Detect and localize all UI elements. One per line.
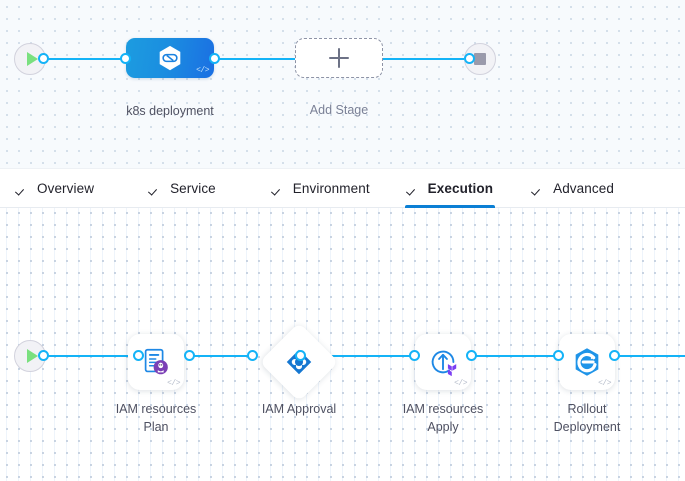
plus-icon	[329, 48, 349, 68]
stage-node-in-port[interactable]	[120, 53, 131, 64]
steps-start-port[interactable]	[38, 350, 49, 361]
step-node-rollout-deployment[interactable]: </>	[559, 334, 615, 390]
add-stage-label: Add Stage	[309, 103, 369, 117]
tab-service-label: Service	[170, 180, 216, 196]
tab-execution[interactable]: Execution	[404, 169, 496, 208]
stage-canvas[interactable]: </> k8s deployment Add Stage	[0, 0, 685, 168]
step-node-iam-resources-plan[interactable]: </>	[128, 334, 184, 390]
stage-end-port[interactable]	[464, 53, 475, 64]
tab-execution-label: Execution	[427, 180, 494, 196]
execution-steps-canvas[interactable]: </> IAM resources Plan IAM Approval	[0, 206, 685, 481]
check-icon	[149, 182, 162, 195]
step-2-label-line1: IAM Approval	[261, 402, 337, 416]
tab-overview[interactable]: Overview	[14, 169, 96, 207]
stage-node-out-port[interactable]	[209, 53, 220, 64]
step-1-in-port[interactable]	[133, 350, 144, 361]
stop-icon	[474, 53, 486, 65]
tab-environment[interactable]: Environment	[270, 169, 372, 207]
stage-wire-3	[375, 58, 470, 60]
step-node-iam-approval[interactable]	[259, 322, 339, 402]
step-3-out-port[interactable]	[466, 350, 477, 361]
check-icon	[532, 182, 545, 195]
step-3-in-port[interactable]	[409, 350, 420, 361]
tab-advanced[interactable]: Advanced	[530, 169, 616, 207]
step-1-out-port[interactable]	[184, 350, 195, 361]
step-1-label-line1: IAM resources	[115, 402, 197, 416]
step-node-iam-resources-apply[interactable]: </>	[415, 334, 471, 390]
play-icon	[26, 52, 38, 66]
terraform-apply-icon	[431, 350, 457, 377]
step-wire-1	[38, 355, 138, 357]
check-icon	[16, 182, 29, 195]
step-4-label-line1: Rollout	[567, 402, 607, 416]
stage-config-tabbar: Overview Service Environment Execution A…	[0, 168, 685, 208]
check-icon	[407, 182, 420, 195]
stage-node-label: k8s deployment	[126, 104, 214, 118]
tab-advanced-label: Advanced	[553, 180, 614, 196]
step-4-out-port[interactable]	[609, 350, 620, 361]
stage-wire-2	[215, 58, 305, 60]
stage-wire-1	[38, 58, 126, 60]
step-wire-5	[613, 355, 685, 357]
step-1-label-line2: Plan	[143, 420, 169, 434]
step-3-label-line2: Apply	[427, 420, 459, 434]
step-wire-3	[300, 355, 414, 357]
terraform-plan-icon	[144, 348, 168, 375]
step-wire-4	[470, 355, 556, 357]
step-4-code-badge: </>	[598, 379, 611, 388]
step-3-label-line1: IAM resources	[402, 402, 484, 416]
step-4-label-line2: Deployment	[553, 420, 621, 434]
step-3-code-badge: </>	[454, 379, 467, 388]
add-stage-button[interactable]	[295, 38, 383, 78]
tab-environment-label: Environment	[292, 180, 370, 196]
stage-code-badge: </>	[196, 66, 209, 75]
step-2-in-port[interactable]	[247, 350, 258, 361]
argo-rollout-icon	[575, 348, 599, 376]
check-icon	[272, 182, 285, 195]
stage-start-port[interactable]	[38, 53, 49, 64]
harness-hexagon-icon	[159, 45, 181, 71]
tab-service[interactable]: Service	[147, 169, 218, 207]
step-2-out-port[interactable]	[295, 350, 306, 361]
tab-overview-label: Overview	[37, 180, 95, 196]
step-1-code-badge: </>	[167, 379, 180, 388]
stage-node-k8s-deployment[interactable]: </>	[126, 38, 214, 78]
step-wire-2	[190, 355, 252, 357]
step-4-in-port[interactable]	[553, 350, 564, 361]
play-icon	[26, 349, 38, 363]
